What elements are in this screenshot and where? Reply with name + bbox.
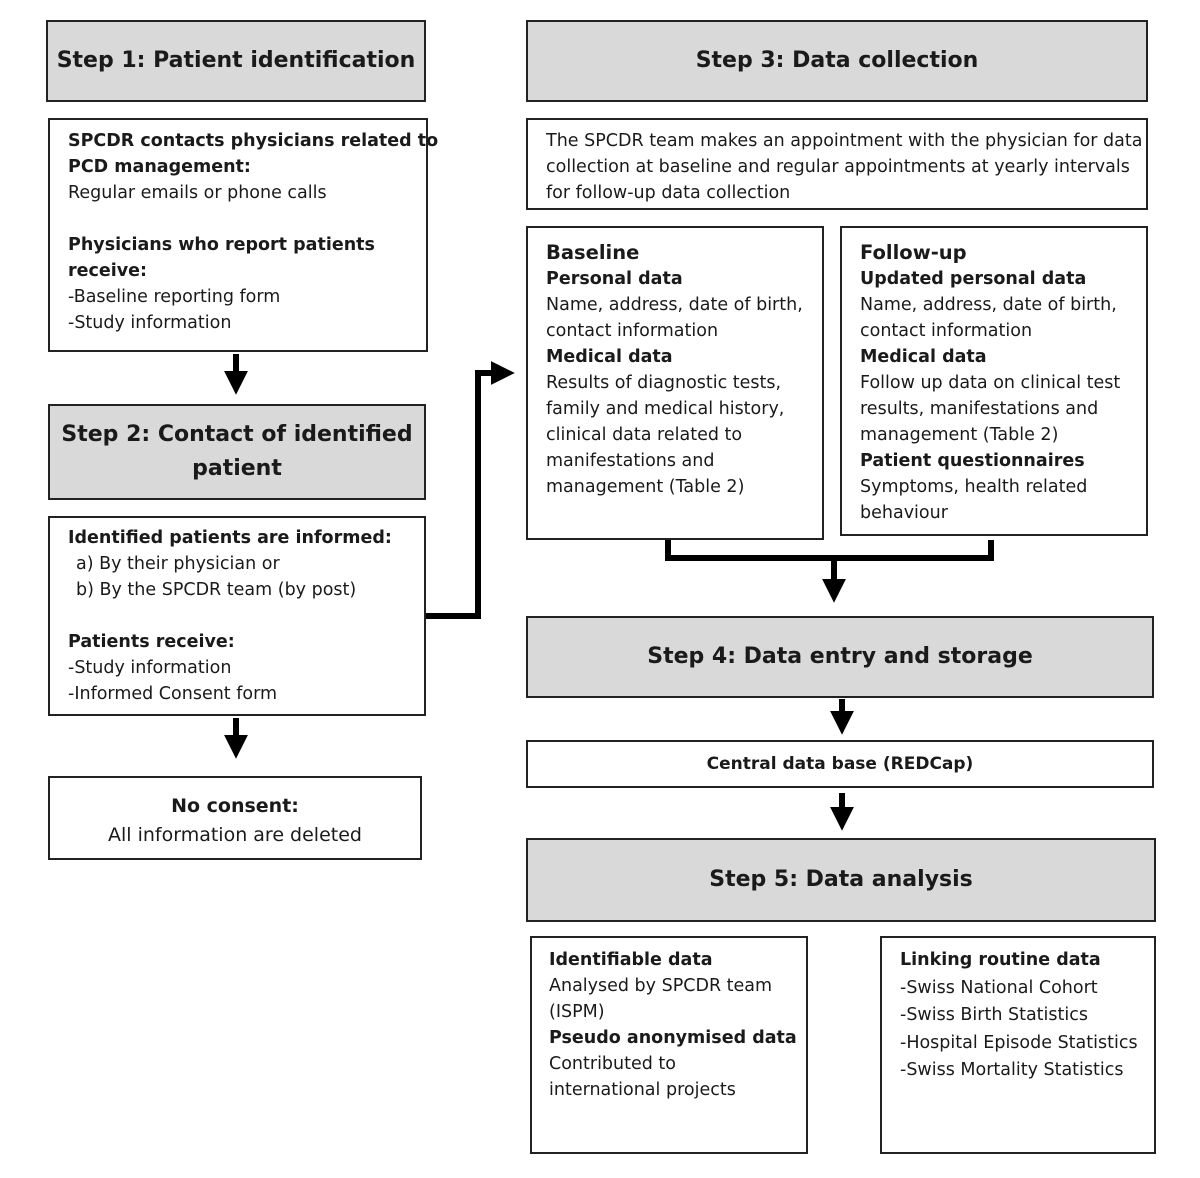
physician-receive-heading-line1: Physicians who report patients: [68, 235, 375, 255]
followup-questionnaire-heading: Patient questionnaires: [860, 451, 1085, 471]
baseline-title: Baseline: [546, 241, 640, 264]
identifiable-line: Analysed by SPCDR team: [549, 976, 773, 996]
step3-intro-line: collection at baseline and regular appoi…: [546, 157, 1130, 177]
patients-receive-item: -Informed Consent form: [68, 684, 278, 704]
linking-data-box: Linking routine data -Swiss National Coh…: [880, 936, 1156, 1154]
central-database-box: Central data base (REDCap): [526, 740, 1154, 788]
step1-header: Step 1: Patient identification: [46, 20, 426, 102]
physician-receive-heading-line2: receive:: [68, 261, 148, 281]
identifiable-data-box: Identifiable data Analysed by SPCDR team…: [530, 936, 808, 1154]
informed-item: b) By the SPCDR team (by post): [76, 580, 357, 600]
followup-medical-heading: Medical data: [860, 347, 987, 367]
step1-content-box: SPCDR contacts physicians related to PCD…: [48, 118, 439, 352]
baseline-personal-heading: Personal data: [546, 269, 683, 289]
no-consent-title: No consent:: [171, 795, 299, 817]
linking-heading: Linking routine data: [900, 950, 1101, 970]
baseline-medical-line: family and medical history,: [546, 399, 785, 419]
baseline-box: Baseline Personal data Name, address, da…: [526, 226, 824, 540]
step2-content-box: Identified patients are informed: a) By …: [48, 516, 426, 716]
no-consent-text: All information are deleted: [108, 824, 362, 846]
identifiable-heading: Identifiable data: [549, 950, 713, 970]
linking-item: -Swiss Mortality Statistics: [900, 1060, 1124, 1080]
followup-personal-heading: Updated personal data: [860, 269, 1087, 289]
arrow-step2-to-baseline: [426, 361, 515, 619]
pseudo-anonymised-line: Contributed to: [549, 1054, 677, 1074]
informed-item: a) By their physician or: [76, 554, 280, 574]
no-consent-box: No consent: All information are deleted: [48, 776, 422, 860]
linking-item: -Swiss Birth Statistics: [900, 1005, 1088, 1025]
step4-title: Step 4: Data entry and storage: [647, 644, 1033, 669]
followup-personal-line: Name, address, date of birth,: [860, 295, 1117, 315]
patients-receive-heading: Patients receive:: [68, 632, 235, 652]
step2-title-line1: Step 2: Contact of identified: [61, 422, 413, 447]
step2-title-line2: patient: [192, 456, 282, 481]
physician-receive-item: -Study information: [68, 313, 232, 333]
linking-item: -Swiss National Cohort: [900, 977, 1098, 998]
central-database-label: Central data base (REDCap): [706, 754, 974, 774]
step5-header: Step 5: Data analysis: [526, 838, 1156, 922]
followup-medical-line: results, manifestations and: [860, 399, 1099, 419]
informed-heading: Identified patients are informed:: [68, 528, 392, 548]
baseline-medical-line: Results of diagnostic tests,: [546, 373, 782, 393]
patients-receive-item: -Study information: [68, 658, 232, 678]
physician-contact-heading-line1: SPCDR contacts physicians related to: [68, 131, 439, 151]
followup-questionnaire-line: Symptoms, health related: [860, 477, 1088, 497]
baseline-medical-line: manifestations and: [546, 451, 715, 471]
followup-medical-line: management (Table 2): [860, 425, 1059, 445]
step5-title: Step 5: Data analysis: [709, 867, 973, 892]
followup-questionnaire-line: behaviour: [860, 503, 948, 523]
baseline-personal-line: contact information: [546, 321, 719, 341]
pseudo-anonymised-heading: Pseudo anonymised data: [549, 1028, 797, 1048]
followup-medical-line: Follow up data on clinical test: [860, 373, 1121, 393]
baseline-medical-heading: Medical data: [546, 347, 673, 367]
physician-contact-text: Regular emails or phone calls: [68, 183, 327, 203]
physician-receive-item: -Baseline reporting form: [68, 287, 281, 307]
step1-title: Step 1: Patient identification: [56, 48, 416, 73]
bracket-baseline-followup: [665, 540, 994, 561]
step3-intro-line: for follow-up data collection: [546, 183, 791, 203]
baseline-personal-line: Name, address, date of birth,: [546, 295, 803, 315]
followup-personal-line: contact information: [860, 321, 1033, 341]
step3-intro-line: The SPCDR team makes an appointment with…: [546, 131, 1143, 151]
physician-contact-heading-line2: PCD management:: [68, 157, 251, 177]
step4-header: Step 4: Data entry and storage: [526, 616, 1154, 698]
pseudo-anonymised-line: international projects: [549, 1080, 736, 1100]
identifiable-line: (ISPM): [549, 1002, 605, 1022]
step3-intro-box: The SPCDR team makes an appointment with…: [526, 118, 1148, 210]
baseline-medical-line: clinical data related to: [546, 425, 743, 445]
linking-item: -Hospital Episode Statistics: [900, 1032, 1138, 1053]
followup-title: Follow-up: [860, 241, 967, 264]
followup-box: Follow-up Updated personal data Name, ad…: [840, 226, 1148, 536]
step2-header: Step 2: Contact of identified patient: [48, 404, 426, 500]
baseline-medical-line: management (Table 2): [546, 477, 745, 497]
step3-header: Step 3: Data collection: [526, 20, 1148, 102]
step3-title: Step 3: Data collection: [695, 48, 979, 73]
